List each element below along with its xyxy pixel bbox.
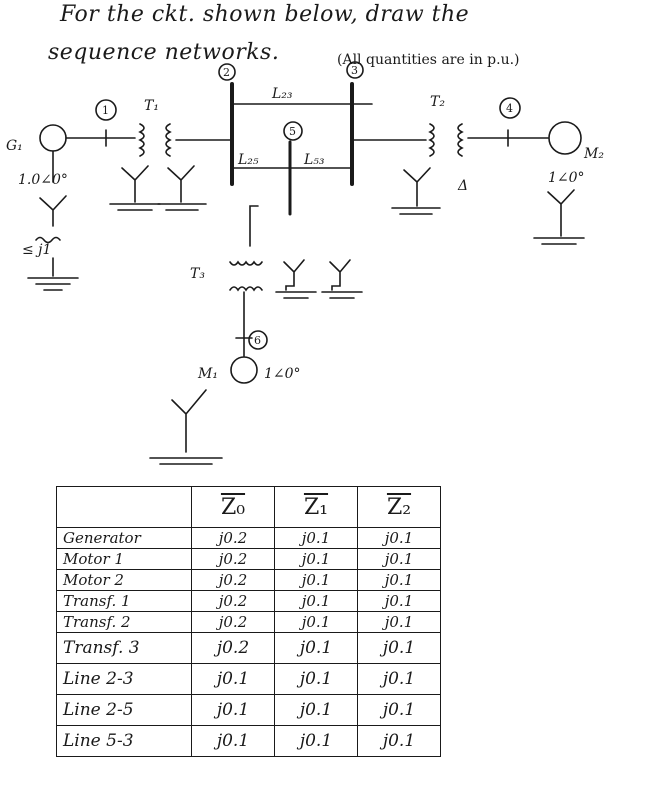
cell-z0: j0.2 — [191, 569, 275, 591]
cell-z1: j0.1 — [274, 590, 358, 612]
row-name: Line 5-3 — [56, 725, 192, 757]
table-header-z2: Z₂ — [357, 486, 441, 528]
cell-z0: j0.1 — [191, 694, 275, 726]
cell-z1: j0.1 — [274, 611, 358, 633]
label-t2: T₂ — [430, 94, 445, 110]
cell-z1: j0.1 — [274, 548, 358, 570]
row-name: Transf. 2 — [56, 611, 192, 633]
cell-z2: j0.1 — [357, 569, 441, 591]
cell-z1: j0.1 — [274, 663, 358, 695]
table-row: Line 2-5 j0.1 j0.1 j0.1 — [56, 694, 441, 726]
cell-z2: j0.1 — [357, 694, 441, 726]
cell-z1: j0.1 — [274, 632, 358, 664]
cell-z2: j0.1 — [357, 725, 441, 757]
label-line-l25: L₂₅ — [237, 152, 259, 168]
cell-z2: j0.1 — [357, 548, 441, 570]
transformer-t3-symbol — [229, 205, 363, 339]
cell-z2: j0.1 — [357, 590, 441, 612]
table-header-z1: Z₁ — [274, 486, 358, 528]
cell-z2: j0.1 — [357, 527, 441, 549]
cell-z1: j0.1 — [274, 725, 358, 757]
label-m2: M₂ — [583, 146, 604, 162]
motor-m2-symbol — [533, 121, 585, 245]
table-row: Line 5-3 j0.1 j0.1 j0.1 — [56, 725, 441, 757]
label-t3: T₃ — [190, 266, 205, 282]
bus-number-6: 6 — [254, 334, 261, 347]
units-note: (All quantities are in p.u.) — [337, 52, 520, 68]
cell-z2: j0.1 — [357, 632, 441, 664]
label-m1-voltage: 1∠0° — [264, 366, 301, 382]
row-name: Motor 1 — [56, 548, 192, 570]
cell-z2: j0.1 — [357, 663, 441, 695]
label-m2-voltage: 1∠0° — [548, 170, 585, 186]
one-line-diagram: G₁ 1.0∠0° ≤ j1 1 T₁ 2 3 L₂₃ 5 L₂₅ L₅₃ — [6, 61, 604, 465]
table-row: Motor 1 j0.2 j0.1 j0.1 — [56, 548, 441, 570]
row-name: Generator — [56, 527, 192, 549]
bus-number-2: 2 — [223, 66, 230, 79]
label-delta-winding: Δ — [457, 178, 468, 194]
cell-z0: j0.2 — [191, 611, 275, 633]
cell-z1: j0.1 — [274, 694, 358, 726]
row-name: Line 2-3 — [56, 663, 192, 695]
bus-number-4: 4 — [506, 102, 513, 115]
title-line-2: sequence networks. — [48, 40, 280, 65]
row-name: Transf. 3 — [56, 632, 192, 664]
bus-number-1: 1 — [102, 104, 109, 117]
label-g1: G₁ — [6, 138, 23, 154]
cell-z2: j0.1 — [357, 611, 441, 633]
cell-z0: j0.2 — [191, 527, 275, 549]
row-name: Transf. 1 — [56, 590, 192, 612]
table-row: Transf. 2 j0.2 j0.1 j0.1 — [56, 611, 441, 633]
bus-number-5: 5 — [289, 125, 296, 138]
label-line-l53: L₅₃ — [303, 152, 325, 168]
cell-z0: j0.2 — [191, 632, 275, 664]
title-line-1: For the ckt. shown below, draw the — [60, 2, 470, 27]
row-name: Motor 2 — [56, 569, 192, 591]
table-row: Transf. 1 j0.2 j0.1 j0.1 — [56, 590, 441, 612]
cell-z0: j0.1 — [191, 725, 275, 757]
table-header-row: Z₀ Z₁ Z₂ — [56, 486, 441, 528]
cell-z0: j0.2 — [191, 548, 275, 570]
label-g1-voltage: 1.0∠0° — [18, 172, 68, 188]
table-row: Transf. 3 j0.2 j0.1 j0.1 — [56, 632, 441, 664]
table-row: Motor 2 j0.2 j0.1 j0.1 — [56, 569, 441, 591]
motor-m1-symbol — [149, 337, 258, 465]
cell-z0: j0.1 — [191, 663, 275, 695]
label-m1: M₁ — [197, 366, 218, 382]
cell-z1: j0.1 — [274, 569, 358, 591]
cell-z1: j0.1 — [274, 527, 358, 549]
cell-z0: j0.2 — [191, 590, 275, 612]
bus-number-3: 3 — [351, 64, 358, 77]
transformer-t1-symbol — [109, 123, 233, 211]
label-line-l23: L₂₃ — [271, 86, 293, 102]
generator-g1-symbol — [27, 124, 136, 291]
table-row: Line 2-3 j0.1 j0.1 j0.1 — [56, 663, 441, 695]
table-row: Generator j0.2 j0.1 j0.1 — [56, 527, 441, 549]
label-g1-ground-impedance: ≤ j1 — [22, 242, 51, 258]
row-name: Line 2-5 — [56, 694, 192, 726]
transformer-t2-symbol — [391, 123, 549, 215]
table-header-blank — [56, 486, 192, 528]
table-header-z0: Z₀ — [191, 486, 275, 528]
impedance-table: Z₀ Z₁ Z₂ Generator j0.2 j0.1 j0.1 Motor … — [56, 486, 441, 757]
label-t1: T₁ — [144, 98, 159, 114]
